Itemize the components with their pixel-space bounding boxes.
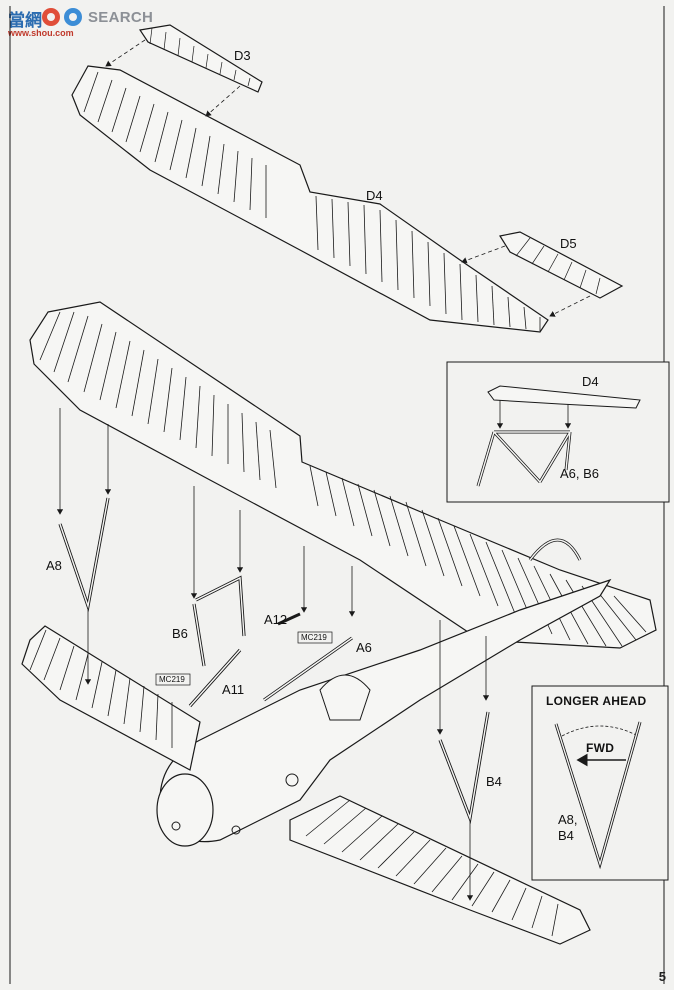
- upper-wing-exploded: [71, 24, 624, 333]
- label-a11: A11: [222, 682, 244, 697]
- inset-label-a6-b6: A6, B6: [560, 466, 599, 481]
- mc219-label-a: MC219: [301, 633, 327, 642]
- fuselage: [156, 538, 612, 847]
- mc219-badge-a: [297, 631, 333, 644]
- struts: [58, 497, 490, 825]
- lower-wing: [21, 625, 591, 945]
- inset-parts-line1: A8,: [558, 812, 578, 827]
- label-a12: A12: [264, 612, 287, 627]
- assembled-top-wing: [29, 301, 657, 649]
- page-number: 5: [658, 969, 666, 984]
- top-wing-ribs: [83, 71, 541, 331]
- inset-cabane: D4 A6, B6: [476, 374, 641, 487]
- aileron-guides: [105, 39, 591, 317]
- inset-struts: LONGER AHEAD FWD A8, B4: [546, 694, 647, 870]
- strut-guides: [56, 408, 490, 901]
- aileron-ribs: [149, 27, 601, 295]
- watermark-logo-icon: [42, 8, 82, 26]
- inset-title: LONGER AHEAD: [546, 694, 647, 708]
- mc219-label-b: MC219: [159, 675, 185, 684]
- inset-fwd-label: FWD: [586, 741, 614, 755]
- label-d4: D4: [366, 188, 383, 203]
- label-d5: D5: [560, 236, 577, 251]
- inset-parts-line2: B4: [558, 828, 574, 843]
- watermark: 當網 SEARCH www.shou.com: [4, 4, 164, 38]
- label-b4: B4: [486, 774, 502, 789]
- label-d3: D3: [234, 48, 251, 63]
- aileron-d5: [499, 231, 624, 299]
- label-a8: A8: [46, 558, 62, 573]
- watermark-url: www.shou.com: [8, 28, 74, 38]
- mc219-badge-b: [155, 673, 191, 686]
- inset-struts-frame: [531, 685, 669, 881]
- inset-label-d4: D4: [582, 374, 599, 389]
- label-a6: A6: [356, 640, 372, 655]
- watermark-brand: SEARCH: [88, 9, 154, 26]
- watermark-hanzi: 當網: [8, 11, 42, 31]
- label-b6: B6: [172, 626, 188, 641]
- aileron-d3: [138, 24, 263, 93]
